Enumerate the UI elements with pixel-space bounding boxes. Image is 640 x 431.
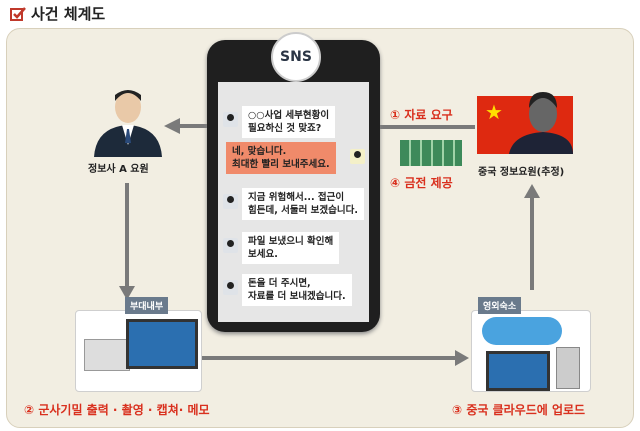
checkbox-icon	[10, 6, 26, 21]
monitor-icon	[486, 351, 550, 391]
printer-icon	[84, 339, 130, 371]
chat-message: 파일 보냈으니 확인해 보세요.	[242, 232, 340, 264]
cloud-icon	[482, 317, 562, 345]
china-flag: ★	[477, 92, 573, 154]
chat-message: 네, 맞습니다. 최대한 빨리 보내주세요.	[226, 142, 336, 174]
sns-badge: SNS	[271, 32, 321, 82]
avatar	[223, 238, 238, 253]
chat-message: ○○사업 세부현황이 필요하신 것 맞죠?	[242, 106, 336, 138]
agent-a-figure	[94, 90, 162, 157]
cloud-upload-scene	[471, 310, 591, 392]
chat-message: 돈을 더 주시면, 자료를 더 보내겠습니다.	[242, 274, 352, 306]
avatar	[223, 194, 238, 209]
arrow-down-icon	[119, 286, 135, 300]
arrow-right	[202, 356, 457, 360]
tag-inside: 부대내부	[125, 297, 169, 314]
avatar	[223, 280, 238, 295]
avatar	[350, 149, 365, 164]
agent-a-label: 정보사 A 요원	[88, 164, 149, 175]
arrow-china-to-phone	[380, 125, 475, 129]
printer-scene	[75, 310, 202, 392]
china-agent-silhouette	[509, 92, 573, 154]
avatar	[223, 112, 238, 127]
arrow-left-icon	[164, 118, 180, 134]
chat-message: 지금 위험해서... 접근이 힘든데, 서둘러 보겠습니다.	[242, 188, 364, 220]
arrow-to-agent	[178, 124, 208, 128]
page-title: 사건 체계도	[10, 3, 105, 24]
arrow-down	[125, 183, 129, 288]
step-3: ③ 중국 클라우드에 업로드	[452, 403, 586, 417]
arrow-up-icon	[524, 184, 540, 198]
money-icon	[400, 140, 462, 166]
arrow-right-icon	[455, 350, 469, 366]
phone: SNS ○○사업 세부현황이 필요하신 것 맞죠? 네, 맞습니다. 최대한 빨…	[207, 32, 380, 332]
step-4: ④ 금전 제공	[390, 176, 453, 190]
china-agent-label: 중국 정보요원(추정)	[478, 167, 565, 178]
monitor-icon	[126, 319, 198, 369]
step-2: ② 군사기밀 출력 · 촬영 · 캡쳐· 메모	[24, 403, 210, 417]
arrow-up	[530, 198, 534, 290]
tag-outside: 영외숙소	[478, 297, 522, 314]
computer-tower-icon	[556, 347, 580, 389]
star-icon: ★	[485, 100, 503, 124]
chat-screen: ○○사업 세부현황이 필요하신 것 맞죠? 네, 맞습니다. 최대한 빨리 보내…	[218, 82, 369, 322]
step-1: ① 자료 요구	[390, 108, 453, 122]
